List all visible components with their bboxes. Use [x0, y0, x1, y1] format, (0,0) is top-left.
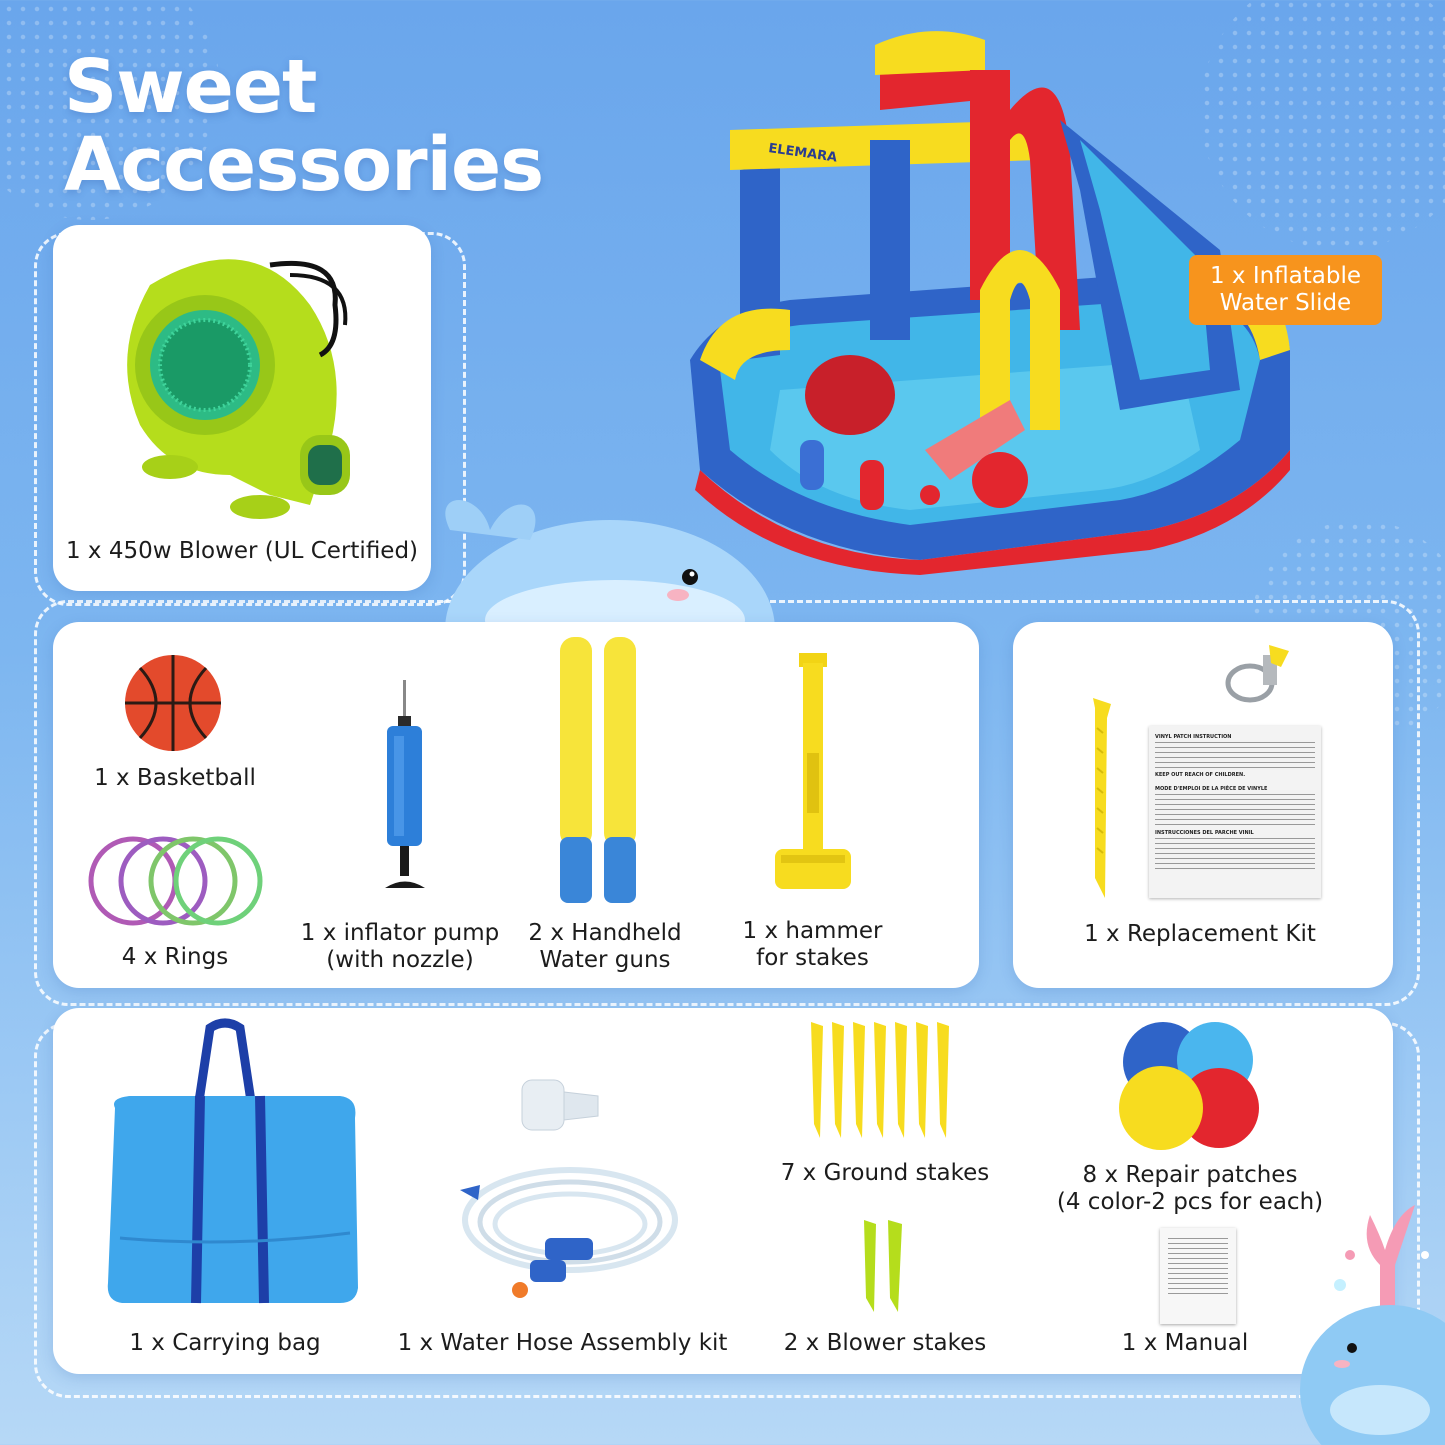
carrying-bag-icon [107, 1018, 359, 1304]
badge-line-2: Water Slide [1219, 290, 1352, 316]
hammer-label: 1 x hammer for stakes [715, 918, 910, 972]
hammer-icon [775, 653, 851, 889]
title-line-2: Accessories [64, 122, 544, 208]
hammer-label-line-1: 1 x hammer [742, 918, 883, 944]
ground-stakes-label: 7 x Ground stakes [780, 1160, 990, 1186]
blower-label: 1 x 450w Blower (UL Certified) [65, 538, 419, 564]
pump-label: 1 x inflator pump (with nozzle) [290, 920, 510, 974]
badge-line-1: 1 x Inflatable [1209, 263, 1362, 289]
ground-stake [916, 1022, 928, 1138]
water-hose-label: 1 x Water Hose Assembly kit [397, 1330, 728, 1356]
page-title: Sweet Accessories [64, 48, 544, 204]
water-hose-icon [460, 1167, 678, 1298]
sheet-heading-2: MODE D'EMPLOI DE LA PIÈCE DE VINYLE [1155, 786, 1268, 792]
repair-patches-label-line-2: (4 color-2 pcs for each) [1056, 1189, 1324, 1215]
blower-icon [127, 259, 350, 519]
repair-patches-label-line-1: 8 x Repair patches [1082, 1162, 1298, 1188]
ground-stake [832, 1022, 844, 1138]
pump-label-line-2: (with nozzle) [326, 947, 474, 973]
water-guns-label: 2 x Handheld Water guns [510, 920, 700, 974]
ground-stake [937, 1022, 949, 1138]
title-line-1: Sweet [64, 44, 317, 130]
sheet-warning-1: KEEP OUT REACH OF CHILDREN. [1155, 772, 1246, 778]
water-guns-label-line-2: Water guns [539, 947, 671, 973]
inflator-pump-icon [385, 680, 425, 888]
basketball-label: 1 x Basketball [94, 765, 256, 791]
pump-label-line-1: 1 x inflator pump [300, 920, 500, 946]
sheet-heading-1: VINYL PATCH INSTRUCTION [1155, 734, 1232, 740]
replacement-kit-label: 1 x Replacement Kit [1084, 921, 1316, 947]
blower-stakes-label: 2 x Blower stakes [783, 1330, 987, 1356]
inflatable-slide-badge: 1 x Inflatable Water Slide [1189, 255, 1382, 325]
blower-stakes-icon [864, 1220, 902, 1312]
water-guns-icon [560, 637, 636, 903]
repair-patches-icon [1119, 1022, 1259, 1150]
carrying-bag-label: 1 x Carrying bag [129, 1330, 321, 1356]
hose-clamp-icon [1225, 645, 1289, 703]
manual-label: 1 x Manual [1121, 1330, 1249, 1356]
patch-instruction-sheet: VINYL PATCH INSTRUCTION KEEP OUT REACH O… [1149, 726, 1321, 898]
ground-stake [853, 1022, 865, 1138]
baby-whale-icon [1300, 1305, 1445, 1445]
water-guns-label-line-1: 2 x Handheld [528, 920, 682, 946]
ground-stake [895, 1022, 907, 1138]
hammer-label-line-2: for stakes [756, 945, 869, 971]
dot-pattern [1200, 0, 1445, 250]
sheet-heading-3: INSTRUCCIONES DEL PARCHE VINIL [1155, 830, 1254, 836]
rings-label: 4 x Rings [121, 944, 229, 970]
ground-stake [811, 1022, 823, 1138]
basketball-icon [125, 655, 221, 751]
hose-connector-icon [521, 1079, 599, 1131]
repair-patches-label: 8 x Repair patches (4 color-2 pcs for ea… [1040, 1162, 1340, 1216]
inflatable-water-slide-icon: ELEMARA [690, 31, 1290, 575]
manual-icon [1160, 1228, 1236, 1324]
coral-decoration-icon [1334, 1205, 1429, 1325]
rings-icon [88, 836, 263, 926]
ground-stake-icon [1093, 698, 1111, 898]
ground-stakes-icon [811, 1022, 949, 1138]
ground-stake [874, 1022, 886, 1138]
